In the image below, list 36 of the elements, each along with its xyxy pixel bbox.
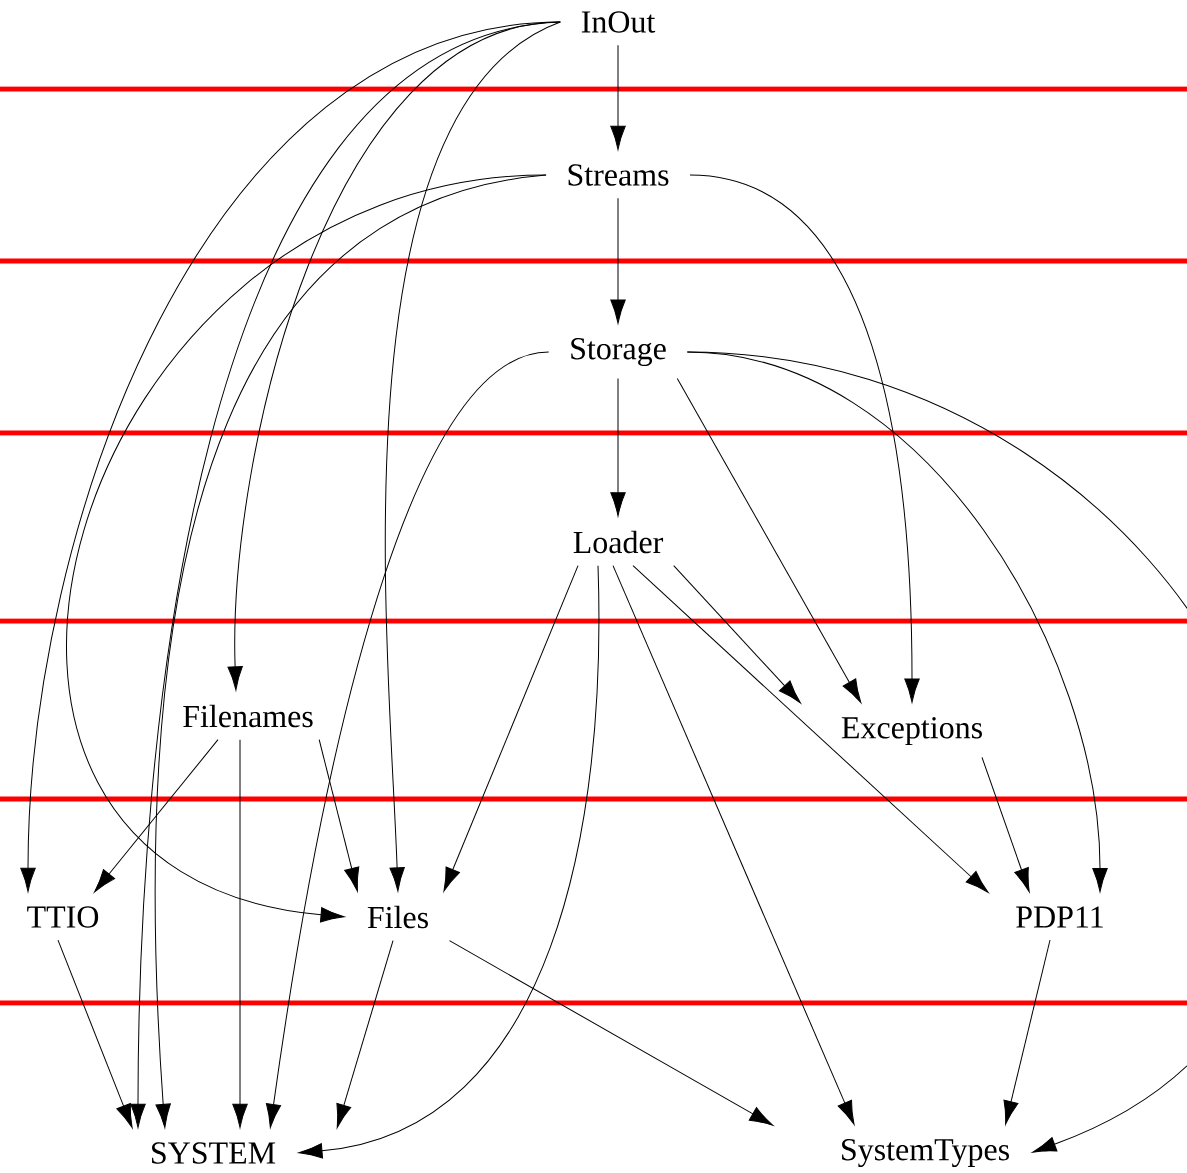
module-label: SystemTypes [842,1139,1009,1168]
arrow [1003,939,1051,1125]
module-label: Streams [568,164,669,186]
arrow [130,21,561,1128]
arrow [66,174,547,923]
arrow [676,377,862,703]
arrow [57,939,133,1129]
arrow [155,174,547,1128]
arrow [610,44,626,150]
module-label: PDP11 [1016,906,1103,928]
module-label: Files [367,905,428,929]
module-label: Filenames [183,704,313,728]
module-label: Exceptions [841,717,982,745]
arrow [612,565,855,1125]
arrow [298,565,600,1159]
arrow [632,565,989,893]
arrow [318,739,360,892]
arrow [265,351,550,1128]
arrow [232,739,248,1128]
arrow [610,197,626,324]
arrow [449,940,774,1126]
arrow [689,174,920,703]
arrow [981,756,1030,893]
arrow [610,377,626,517]
arrow [443,565,579,892]
module-label: TTIO [27,906,99,928]
module-label: SYSTEM [152,1142,276,1164]
arrow [686,351,1187,1153]
arrow [384,21,561,892]
arrow [227,21,561,691]
module-label: Loader [573,530,664,554]
arrow [673,565,801,704]
module-label: InOut [581,11,656,33]
module-label: Storage [571,337,666,367]
arrow [336,940,394,1128]
arrow [94,739,219,893]
